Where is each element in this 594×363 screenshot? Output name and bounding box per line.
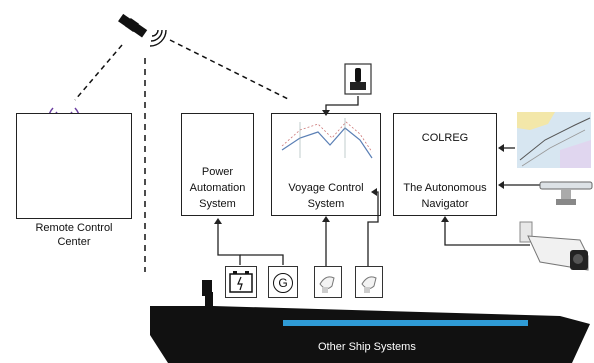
sensor-box-2 [355,266,383,298]
power-label-line2: Automation [189,182,246,194]
camera-icon [519,221,589,271]
joystick-icon [344,63,372,95]
dashed-link-remote [74,44,123,101]
generator-box: G [268,266,298,298]
battery-icon [229,271,253,293]
power-label-line3: System [199,198,236,210]
ship-stripe [283,320,528,326]
navigator-label-line2: Navigator [421,198,469,210]
power-automation-box [181,113,254,216]
sensor-box-1 [314,266,342,298]
radar-icon [539,181,593,205]
power-link [217,222,241,265]
joystick-link [325,96,359,112]
ship-systems-label: Other Ship Systems [318,341,416,353]
battery-box [225,266,257,298]
voyage-control-box [271,113,381,216]
voyage-label-line2: System [307,198,345,210]
generator-symbol: G [273,273,293,293]
sensor-icon-2 [361,276,377,293]
nautical-chart-image [517,112,591,168]
autonomous-navigator-box [393,113,497,216]
navigator-label-line1: The Autonomous [403,182,487,194]
navigator-title: COLREG [421,132,469,144]
remote-control-center-box [16,113,132,219]
power-label-line1: Power [201,166,234,178]
satellite-icon [118,13,167,47]
sensor-icon-1 [319,276,335,293]
ship-hull [150,280,590,363]
remote-center-label-line2: Center [57,236,91,248]
voyage-label-line1: Voyage Control [288,182,364,194]
voyage-route-image [281,118,373,159]
camera-link [444,220,530,246]
remote-center-label-line1: Remote Control [35,222,113,234]
dashed-link-voyage [169,39,291,101]
